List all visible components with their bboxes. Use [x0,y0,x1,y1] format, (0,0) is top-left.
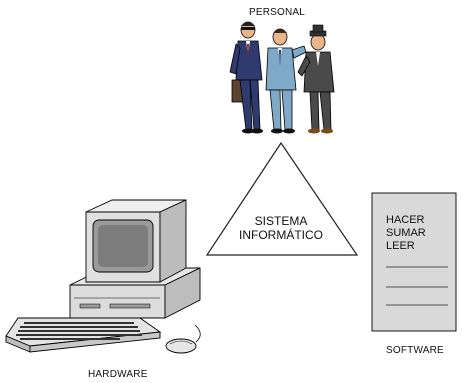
person-middle [265,28,307,134]
personnel-illustration [229,21,335,134]
software-line-2: SUMAR [386,227,426,239]
system-label-line2: INFORMÁTICO [239,228,323,242]
software-document [371,192,457,332]
system-label-line1: SISTEMA [254,214,308,228]
hardware-label: HARDWARE [88,369,148,380]
computer-illustration [5,199,201,354]
person-right [297,24,335,134]
personal-label: PERSONAL [249,7,306,18]
software-label: SOFTWARE [386,345,444,356]
software-line-3: LEER [386,240,415,252]
software-line-1: HACER [386,214,425,226]
system-triangle [205,141,359,256]
person-left [229,21,263,134]
